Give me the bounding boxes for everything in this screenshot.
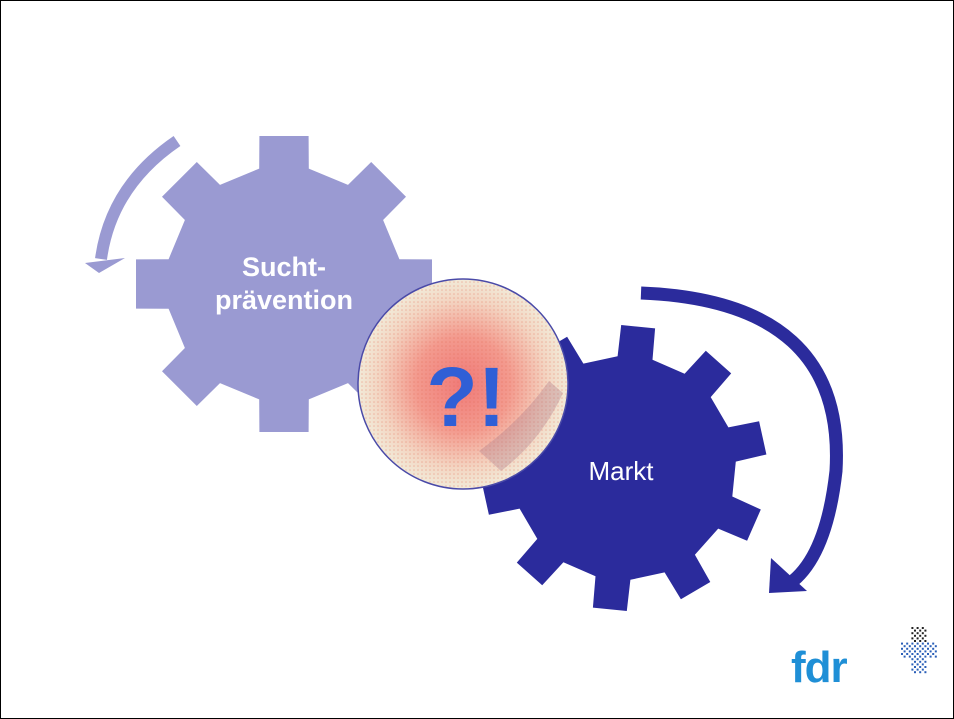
logo-dot [908,650,911,653]
logo-dot [927,642,929,645]
logo-dot [919,634,922,637]
logo-dot [914,666,916,668]
logo-dot [916,653,919,655]
fdr-logo: fdr [785,625,945,707]
question-exclamation-circle [357,278,569,490]
logo-dot [919,650,922,653]
gear-label-suchtpraevention-text: Sucht- prävention [214,252,354,315]
logo-dot [914,655,916,658]
logo-dot [924,660,927,663]
logo-dot [903,650,906,653]
logo-dot [906,642,909,645]
logo-dot [921,658,924,661]
logo-dot [914,660,916,663]
gear-suchtpraevention [136,136,432,432]
logo-dot [911,627,914,629]
logo-dot [916,637,919,640]
logo-dot [921,663,924,666]
rotation-arrow-right [640,286,843,592]
logo-dot [911,637,914,640]
logo-dot [908,645,911,648]
logo-dot [911,632,914,635]
logo-dot [916,642,919,645]
logo-dot [924,629,927,632]
logo-dot [916,663,919,666]
logo-dot [934,645,937,648]
logo-dot [914,650,916,653]
logo-dot [911,642,914,645]
logo-dot [924,666,927,668]
logo-dot [914,640,916,642]
logo-dot [932,647,935,650]
logo-dot [921,668,924,671]
logo-dot [919,671,922,674]
logo-dot [924,645,927,648]
logo-dot [921,632,924,635]
logo-dot [924,650,927,653]
logo-dot [924,640,927,642]
logo-dot [934,655,937,658]
logo-dot [921,637,924,640]
logo-dot [916,658,919,661]
logo-dot [901,653,903,655]
logo-dot [929,655,932,658]
center-label: ?! [426,350,506,444]
logo-dot [921,642,924,645]
rotation-arrow-left [95,136,181,260]
logo-dot [921,647,924,650]
logo-dot [919,655,922,658]
logo-dot [914,671,916,674]
logo-dot [921,627,924,629]
logo-text: fdr [791,643,848,692]
logo-dot [901,647,903,650]
logo-dot [911,663,914,666]
logo-dot [924,634,927,637]
logo-dot [908,655,911,658]
gear-label-markt: Markt [588,456,654,486]
dotted-cross-icon [901,627,937,674]
logo-dot [903,645,906,648]
logo-dot [934,650,937,653]
logo-dot [906,653,909,655]
logo-dot [916,668,919,671]
logo-dot [932,642,935,645]
logo-dot [921,653,924,655]
gear-label-suchtpraevention: Sucht- prävention [189,251,379,317]
logo-dot [927,653,929,655]
logo-dot [919,645,922,648]
logo-dot [911,668,914,671]
logo-dot [929,650,932,653]
logo-dot [916,632,919,635]
logo-dot [919,660,922,663]
rotation-arrow-right-head [769,558,807,593]
logo-dot [911,653,914,655]
logo-dot [916,647,919,650]
logo-dot [919,640,922,642]
logo-dot [914,645,916,648]
logo-dot [906,647,909,650]
logo-dot [914,629,916,632]
rotation-arrow-left-head [85,258,125,273]
logo-dot [911,658,914,661]
logo-dot [916,627,919,629]
logo-dot [924,655,927,658]
logo-dot [903,655,906,658]
logo-dot [919,666,922,668]
logo-dot [932,653,935,655]
logo-dot [911,647,914,650]
logo-dot [901,642,903,645]
logo-dot [914,634,916,637]
logo-dot [924,671,927,674]
logo-dot [929,645,932,648]
logo-dot [927,647,929,650]
logo-dot [919,629,922,632]
